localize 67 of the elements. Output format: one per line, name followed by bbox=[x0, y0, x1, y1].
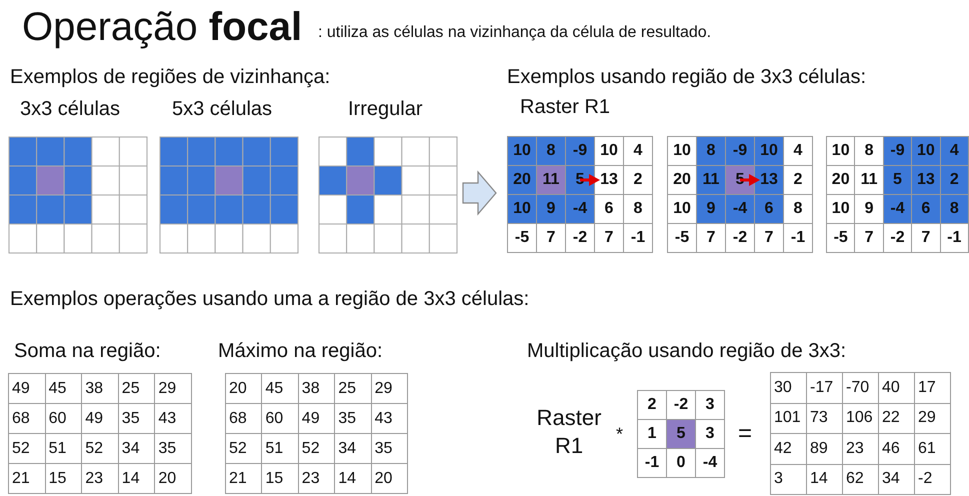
grid-cell: -4 bbox=[695, 448, 725, 478]
grid-cell: 20 bbox=[507, 165, 537, 195]
text-label: Raster R1 bbox=[536, 404, 602, 459]
grid-cell: 29 bbox=[154, 373, 192, 404]
grid-cell: -1 bbox=[940, 223, 969, 253]
grid-cell: -4 bbox=[725, 194, 755, 224]
grid-cell: -1 bbox=[637, 448, 667, 478]
grid-cell: 11 bbox=[696, 165, 726, 195]
grid-cell: 11 bbox=[536, 165, 566, 195]
grid-cell: 13 bbox=[911, 165, 941, 195]
grid-cell: 13 bbox=[754, 165, 784, 195]
grid-cell: -4 bbox=[565, 194, 595, 224]
text-label: Exemplos operações usando uma a região de 3x3 células: bbox=[10, 288, 530, 311]
grid-cell: 8 bbox=[696, 136, 726, 166]
title: Operação focal bbox=[22, 4, 302, 50]
grid-cell: 29 bbox=[370, 373, 408, 404]
grid-cell: 4 bbox=[940, 136, 969, 166]
grid-cell: 3 bbox=[695, 390, 725, 420]
grid-cell: 49 bbox=[8, 373, 46, 404]
grid-cell: 4 bbox=[623, 136, 653, 166]
grid-cell: 20 bbox=[225, 373, 262, 404]
grid-cell: -9 bbox=[882, 136, 912, 166]
grid-cell: -5 bbox=[667, 223, 697, 253]
text-label: Exemplos de regiões de vizinhança: bbox=[10, 66, 330, 89]
grid-cell: -2 bbox=[914, 464, 951, 495]
grid-cell: -9 bbox=[725, 136, 755, 166]
text-label: * bbox=[616, 424, 624, 445]
grid-cell: 10 bbox=[911, 136, 941, 166]
grid-cell: 20 bbox=[370, 463, 408, 494]
grid-cell: 4 bbox=[783, 136, 813, 166]
text-label: Máximo na região: bbox=[218, 340, 383, 363]
grid-cell: 10 bbox=[667, 136, 697, 166]
text-label: Multiplicação usando região de 3x3: bbox=[527, 340, 846, 363]
grid-cell: 6 bbox=[911, 194, 941, 224]
text-label: = bbox=[738, 420, 752, 448]
grid-cell: 9 bbox=[536, 194, 566, 224]
text-label: Raster R1 bbox=[520, 96, 610, 119]
grid-cell: 10 bbox=[507, 194, 537, 224]
grid-cell: 10 bbox=[507, 136, 537, 166]
grid-cell: 30 bbox=[770, 372, 807, 404]
text-label: Irregular bbox=[348, 98, 422, 121]
grid-cell: 5 bbox=[666, 419, 696, 449]
text-label: 5x3 células bbox=[172, 98, 272, 121]
grid-cell: 2 bbox=[637, 390, 667, 420]
grid-cell: 8 bbox=[536, 136, 566, 166]
grid-cell: -5 bbox=[507, 223, 537, 253]
grid-cell: 21 bbox=[8, 463, 46, 494]
text-label: : utiliza as células na vizinhança da célula de resultado. bbox=[318, 24, 712, 42]
grid-cell: 2 bbox=[940, 165, 969, 195]
grid-cell: -5 bbox=[826, 223, 856, 253]
grid-cell: 10 bbox=[826, 136, 856, 166]
grid-cell: 5 bbox=[882, 165, 912, 195]
grid-cell: 17 bbox=[914, 372, 951, 404]
text-label: 3x3 células bbox=[20, 98, 120, 121]
text-label: Exemplos usando região de 3x3 células: bbox=[507, 66, 866, 89]
grid-cell: 10 bbox=[754, 136, 784, 166]
grid-cell: 21 bbox=[225, 463, 262, 494]
grid-cell: 6 bbox=[754, 194, 784, 224]
grid-cell: -4 bbox=[882, 194, 912, 224]
grid-cell: 3 bbox=[770, 464, 807, 495]
text-label: Soma na região: bbox=[14, 340, 161, 363]
grid-cell: -1 bbox=[623, 223, 653, 253]
grid-cell: -1 bbox=[783, 223, 813, 253]
grid-cell: 8 bbox=[940, 194, 969, 224]
grid-cell: 20 bbox=[154, 463, 192, 494]
grid-cell: -9 bbox=[565, 136, 595, 166]
grid-cell: 9 bbox=[696, 194, 726, 224]
